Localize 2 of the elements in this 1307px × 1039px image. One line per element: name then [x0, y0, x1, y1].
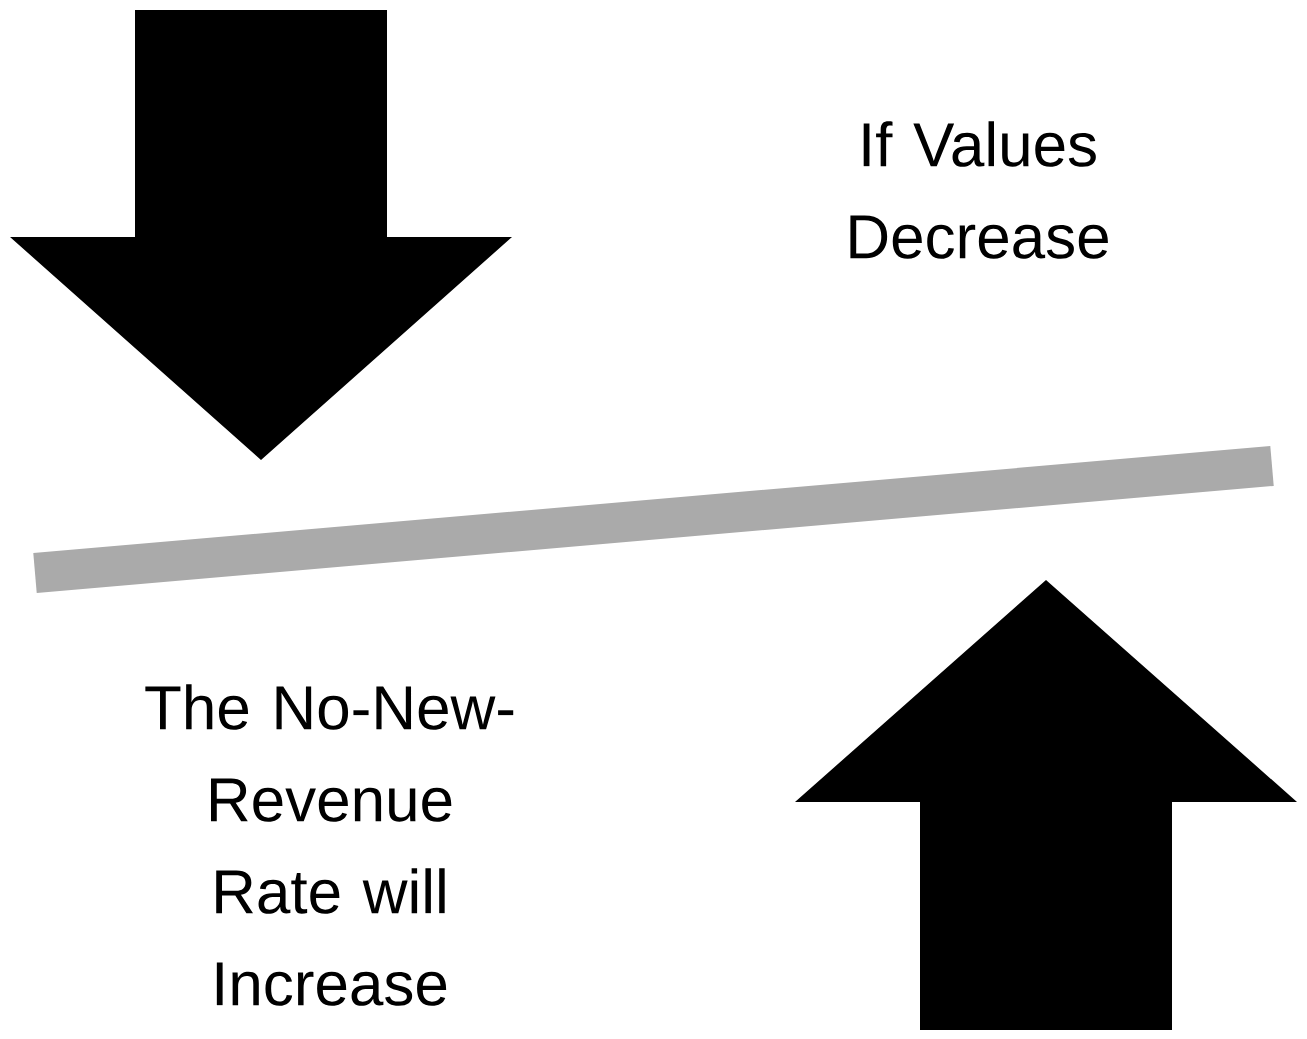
- label-text: If Values Decrease: [850, 121, 1108, 259]
- label-text: The No-New-Revenue Rate will Increase: [145, 684, 514, 1006]
